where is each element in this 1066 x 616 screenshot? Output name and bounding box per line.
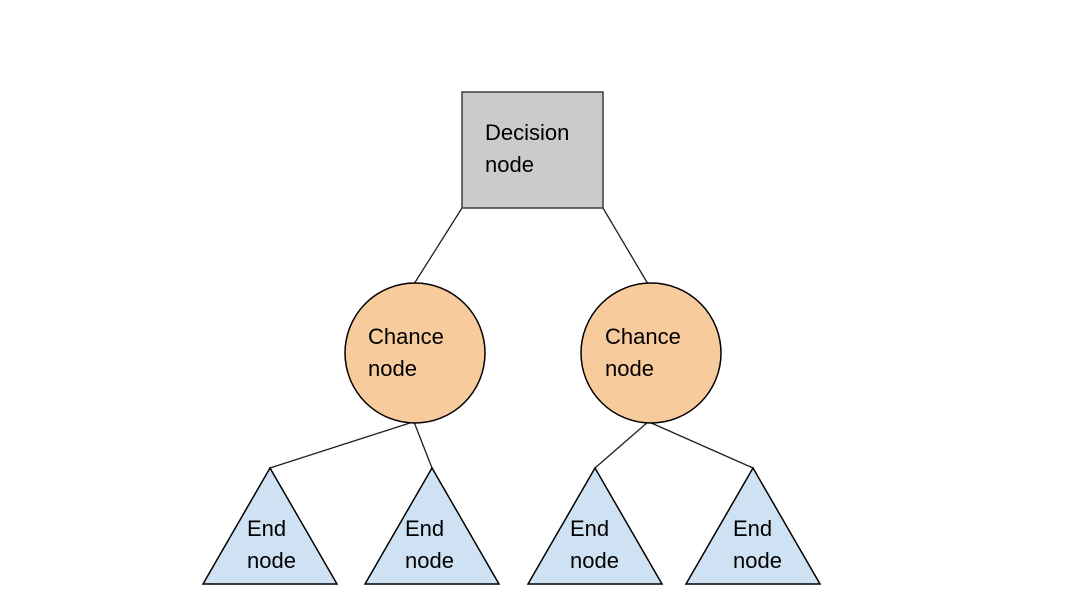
end-node-4-label-line1: End	[733, 516, 772, 541]
chance-node-right-shape	[580, 282, 722, 424]
end-node-1-label-line1: End	[247, 516, 286, 541]
end-node-2: End node	[363, 466, 501, 585]
edge-chance-right-to-end-3	[594, 421, 649, 469]
edge-decision-to-chance-left	[413, 207, 463, 285]
end-node-2-shape	[363, 466, 501, 585]
decision-node-label-line1: Decision	[485, 120, 569, 145]
end-node-3-label-line2: node	[570, 548, 619, 573]
end-node-4-shape	[684, 466, 822, 585]
end-node-3-shape	[526, 466, 664, 585]
chance-node-right-label-line1: Chance	[605, 324, 681, 349]
chance-node-right: Chance node	[580, 282, 722, 424]
edge-decision-to-chance-right	[602, 207, 649, 285]
edge-chance-left-to-end-2	[413, 421, 433, 469]
end-node-1-label-line2: node	[247, 548, 296, 573]
chance-node-left-label-line1: Chance	[368, 324, 444, 349]
end-node-2-label-line2: node	[405, 548, 454, 573]
chance-node-left: Chance node	[344, 282, 486, 424]
decision-node: Decision node	[461, 91, 604, 209]
end-node-3-label-line1: End	[570, 516, 609, 541]
edge-chance-right-to-end-4	[648, 421, 754, 469]
chance-node-left-shape	[344, 282, 486, 424]
chance-node-right-label-line2: node	[605, 356, 654, 381]
edge-chance-left-to-end-1	[269, 421, 414, 469]
chance-node-left-label-line2: node	[368, 356, 417, 381]
decision-node-label-line2: node	[485, 152, 534, 177]
end-node-1: End node	[201, 466, 339, 585]
end-node-3: End node	[526, 466, 664, 585]
end-node-1-shape	[201, 466, 339, 585]
edge-group	[269, 207, 754, 469]
end-node-4: End node	[684, 466, 822, 585]
decision-node-shape	[461, 91, 604, 209]
end-node-2-label-line1: End	[405, 516, 444, 541]
end-node-4-label-line2: node	[733, 548, 782, 573]
